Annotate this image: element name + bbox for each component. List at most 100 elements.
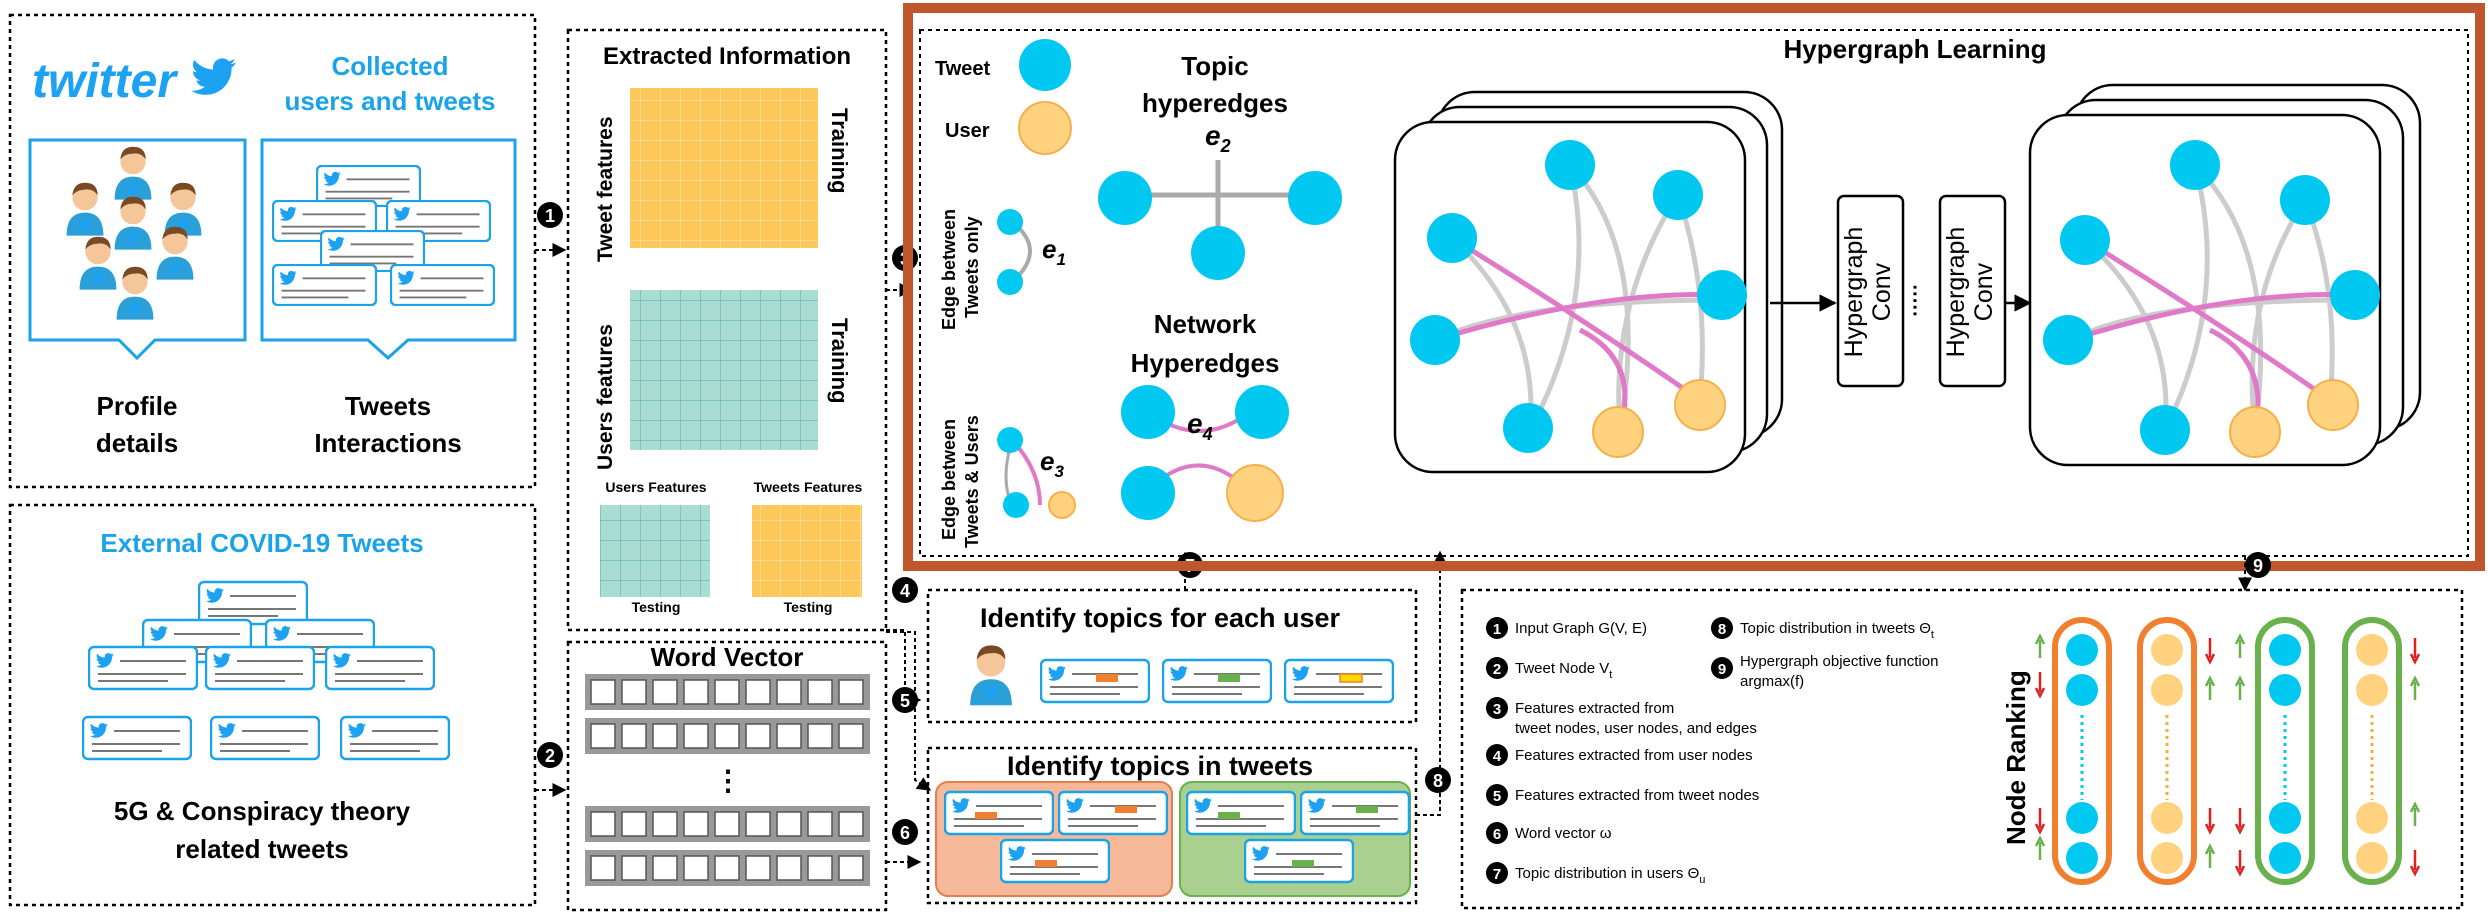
tweet-feature-grid: [630, 88, 818, 248]
svg-text:Hypergraph: Hypergraph: [1942, 227, 1970, 358]
topics-user-title: Identify topics for each user: [980, 603, 1341, 633]
panel-extracted: Extracted Information Tweet features Tra…: [566, 28, 888, 632]
tweet-card: [391, 265, 494, 305]
tweet-cards-collected: [273, 166, 494, 305]
user-node: [1674, 379, 1726, 431]
svg-text:9: 9: [1718, 661, 1726, 678]
tweet-node: [1545, 140, 1595, 190]
tweet-node: [2140, 405, 2190, 455]
svg-text:argmax(f): argmax(f): [1740, 673, 1804, 690]
tweet-card: [341, 717, 449, 759]
tweet-features-label: Tweet features: [594, 117, 617, 263]
svg-text:Conv: Conv: [1868, 262, 1896, 321]
e2-label: e2: [1205, 120, 1231, 156]
tweet-card: [211, 717, 319, 759]
svg-text:9: 9: [2253, 556, 2263, 576]
tweet-node: [1098, 171, 1152, 225]
testing-label-1: Testing: [632, 599, 681, 615]
svg-text:Conv: Conv: [1970, 262, 1998, 321]
legend-item-8: 8 Topic distribution in tweets Θt: [1711, 617, 1934, 641]
e1-label: e1: [1042, 234, 1066, 269]
user-feature-grid: [630, 290, 818, 450]
collected-title-line1: Collected: [331, 51, 448, 81]
panel-legend-ranking: 1 Input Graph G(V, E) 2 Tweet Node Vt 3 …: [1460, 588, 2464, 910]
svg-text:4: 4: [900, 581, 910, 601]
tweet-node: [1003, 492, 1029, 518]
ranking-column-2: [2137, 617, 2197, 885]
svg-text:3: 3: [1493, 701, 1501, 718]
svg-text:1: 1: [1493, 621, 1501, 638]
step-arrow-2: 2: [535, 742, 567, 797]
tweet-node: [1697, 270, 1747, 320]
tweet-node: [997, 209, 1023, 235]
tweet-node: [2170, 140, 2220, 190]
network-hyperedges-line2: Hyperedges: [1131, 348, 1280, 378]
edge-tu-label-1: Edge between: [939, 419, 959, 540]
user-node: [2307, 379, 2359, 431]
legend-item-7: 7 Topic distribution in users Θu: [1486, 862, 1705, 886]
tweet-card: [1059, 792, 1167, 834]
tweet-node: [1235, 385, 1289, 439]
legend-tweet-node: [1019, 39, 1071, 91]
tweet-card: [199, 582, 307, 624]
user-node: [2229, 406, 2281, 458]
node-ranking-label: Node Ranking: [2001, 670, 2031, 845]
svg-text:8: 8: [1718, 621, 1726, 638]
hypergraph-conv-block-1: Hypergraph Conv: [1836, 194, 1905, 388]
tweet-node: [1503, 403, 1553, 453]
e3-label: e3: [1040, 446, 1064, 481]
network-hyperedges-line1: Network: [1154, 309, 1257, 339]
tweet-node: [997, 269, 1023, 295]
svg-text:Topic distribution in users Θ: Topic distribution in users Θu: [1515, 865, 1705, 886]
legend-user-label: User: [945, 120, 990, 142]
hypergraph-title: Hypergraph Learning: [1784, 34, 2047, 64]
panel-word-vector: Word Vector ⋮: [566, 640, 888, 912]
word-vector-row: [585, 674, 870, 710]
svg-text:Hypergraph: Hypergraph: [1840, 227, 1868, 358]
tweet-node: [1121, 466, 1175, 520]
tweet-node: [1288, 171, 1342, 225]
edge-tweets-label-2: Tweets only: [962, 216, 982, 318]
step-arrow-9: 9: [2238, 552, 2271, 592]
svg-text:5: 5: [900, 691, 910, 711]
legend-item-1: 1 Input Graph G(V, E): [1486, 617, 1647, 639]
twitter-logo-text: twitter: [32, 55, 178, 108]
topic-card-user-3: [1285, 660, 1393, 702]
extracted-title: Extracted Information: [603, 43, 851, 70]
topic-card-user-2: [1163, 660, 1271, 702]
tweet-node: [2330, 270, 2380, 320]
collected-title-line2: users and tweets: [285, 86, 496, 116]
tweet-card: [1187, 792, 1295, 834]
tweet-node: [2060, 215, 2110, 265]
legend-item-6: 6 Word vector ω: [1486, 822, 1612, 844]
legend-item-9: 9 Hypergraph objective function argmax(f…: [1711, 653, 1938, 690]
tweet-card: [1301, 792, 1409, 834]
user-test-grid: [600, 505, 710, 597]
svg-text:Hypergraph objective function: Hypergraph objective function: [1740, 653, 1938, 670]
legend-user-node: [1018, 101, 1072, 155]
svg-text:4: 4: [1493, 748, 1502, 765]
svg-text:2: 2: [1493, 661, 1501, 678]
ranking-column-3: [2255, 617, 2315, 885]
svg-text:tweet nodes, user nodes, and e: tweet nodes, user nodes, and edges: [1515, 720, 1757, 737]
users-features-small-label: Users Features: [605, 479, 706, 495]
tweet-card: [273, 265, 376, 305]
tweet-card: [945, 792, 1053, 834]
svg-text:6: 6: [1493, 826, 1501, 843]
legend-item-3: 3 Features extracted from tweet nodes, u…: [1486, 697, 1757, 737]
legend-item-4: 4 Features extracted from user nodes: [1486, 744, 1753, 766]
svg-text:Features extracted from user n: Features extracted from user nodes: [1515, 747, 1753, 764]
legend-item-5: 5 Features extracted from tweet nodes: [1486, 784, 1759, 806]
svg-text:2: 2: [545, 746, 555, 766]
ranking-arrows: [2034, 633, 2421, 877]
users-features-label: Users features: [594, 324, 617, 470]
tweet-node: [997, 427, 1023, 453]
input-graph-stack: [1393, 90, 1784, 474]
external-caption-line1: 5G & Conspiracy theory: [114, 796, 411, 826]
tweet-card: [206, 647, 314, 689]
user-node: [1048, 491, 1076, 519]
step-arrow-1: 1: [535, 202, 567, 257]
user-node: [1226, 464, 1284, 522]
users-group-icon: [67, 147, 202, 320]
